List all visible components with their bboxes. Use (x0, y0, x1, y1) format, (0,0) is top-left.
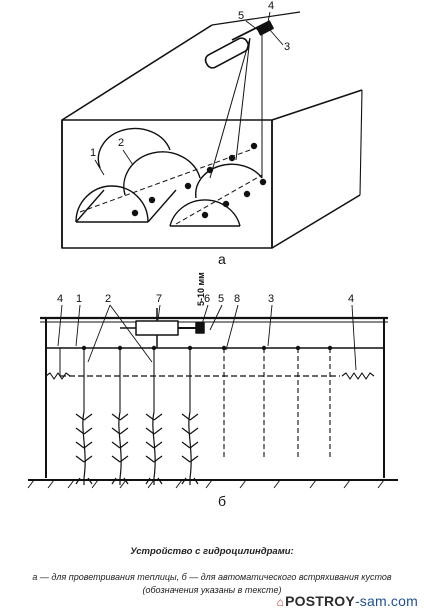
plant-4 (181, 411, 199, 485)
attachment-points (81, 345, 333, 351)
house-icon: ⌂ (276, 595, 285, 609)
plants (75, 411, 199, 485)
right-spring (341, 372, 375, 380)
caption-line-1: а — для проветривания теплицы, б — для а… (32, 572, 392, 582)
figure-b-callouts: 4 1 2 7 5-10 мм 6 5 8 3 4 б (57, 272, 354, 509)
callout-a-4: 4 (268, 0, 274, 12)
callout-a-2: 2 (118, 137, 124, 149)
hydraulic-cylinder-a (204, 20, 274, 179)
panel-label-b: б (218, 493, 226, 509)
side-wall-bottom (271, 194, 361, 249)
callout-b-7: 7 (156, 293, 162, 305)
plant-2 (111, 411, 129, 485)
figure-a-greenhouse (61, 11, 363, 249)
callout-b-4-right: 4 (348, 293, 354, 305)
figure-a-callouts: 1 2 3 4 5 а (90, 0, 290, 267)
callout-b-2: 2 (105, 293, 111, 305)
plant-3 (145, 411, 163, 485)
callout-a-3: 3 (284, 41, 290, 53)
panel-label-a: а (218, 251, 226, 267)
watermark-suffix: -sam.com (354, 593, 418, 609)
caption-title: Устройство с гидроцилиндрами: (130, 546, 294, 557)
left-spring (45, 372, 71, 380)
callout-b-1: 1 (76, 293, 82, 305)
caption-line-2: (обозначения указаны в тексте) (142, 585, 282, 595)
callout-a-5: 5 (238, 10, 244, 22)
greenhouse-front-wall (61, 119, 273, 249)
figure-b-shaker (27, 304, 398, 489)
callout-b-3: 3 (268, 293, 274, 305)
hanging-strings (83, 348, 331, 460)
hydraulic-cylinder-b (120, 308, 205, 348)
callout-b-gap: 5-10 мм (196, 272, 206, 306)
tunnel-left (75, 127, 251, 223)
watermark-brand: POSTROY (285, 593, 355, 609)
callout-b-4-left: 4 (57, 293, 63, 305)
callout-a-1: 1 (90, 147, 96, 159)
tunnel-right (169, 163, 263, 227)
callout-b-8: 8 (234, 293, 240, 305)
watermark-logo: ⌂POSTROY-sam.com (277, 593, 418, 609)
plant-1 (75, 411, 93, 485)
callout-b-6: 6 (204, 293, 210, 305)
roof-ridge-left (61, 24, 213, 121)
roof-ridge-right (271, 89, 363, 121)
callout-b-5: 5 (218, 293, 224, 305)
leader-lines-b (57, 304, 357, 371)
